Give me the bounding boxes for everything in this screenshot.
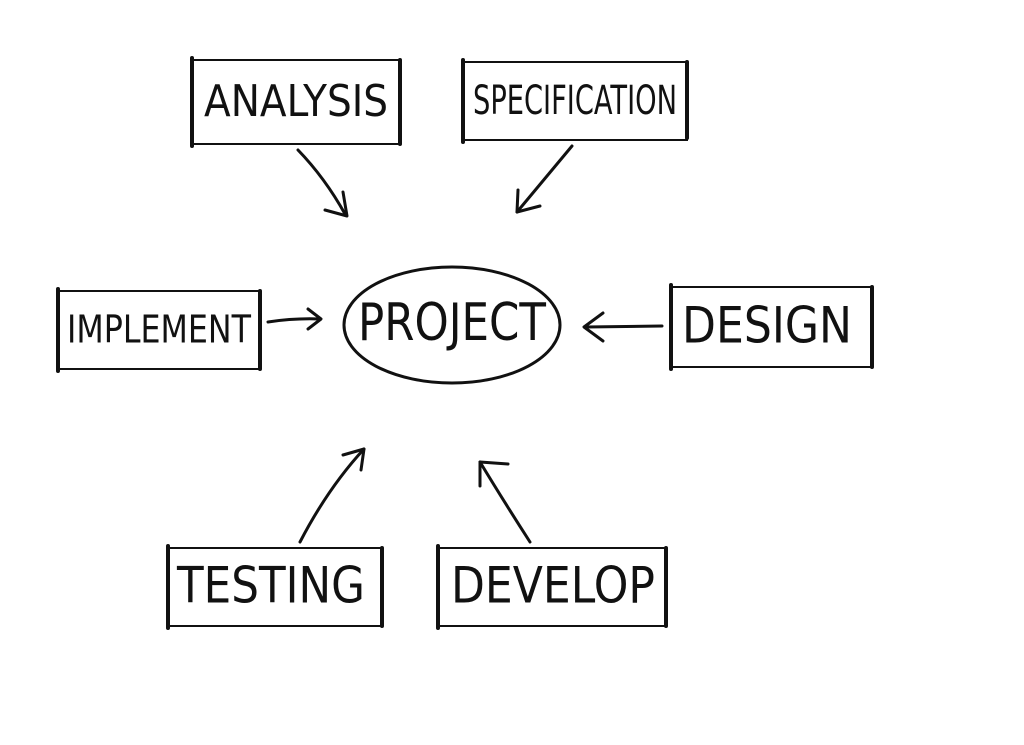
edge-testing-arrowhead — [341, 447, 366, 472]
edge-analysis-to-project — [296, 148, 349, 218]
edge-design-shaft — [584, 324, 664, 329]
edge-develop-arrowhead — [478, 460, 510, 488]
edge-specification-to-project — [515, 144, 574, 214]
node-testing: TESTING — [166, 544, 384, 630]
edge-develop-shaft — [478, 460, 532, 544]
edge-specification-shaft — [515, 144, 574, 214]
edge-develop-to-project — [478, 460, 532, 544]
node-analysis-box — [191, 59, 401, 145]
node-analysis-label: ANALYSIS — [204, 76, 388, 127]
edge-design-to-project — [582, 311, 664, 343]
edge-testing-to-project — [298, 447, 366, 544]
edge-testing-shaft — [298, 447, 366, 544]
edge-specification-arrowhead — [515, 188, 542, 214]
edge-implement-arrowhead — [306, 307, 323, 331]
node-specification-box — [462, 61, 688, 141]
node-develop: DEVELOP — [436, 544, 668, 630]
edge-analysis-shaft — [296, 148, 347, 216]
node-specification: SPECIFICATION — [461, 58, 689, 144]
node-implement-label: IMPLEMENT — [67, 308, 252, 352]
node-develop-label: DEVELOP — [451, 557, 655, 615]
node-specification-label: SPECIFICATION — [473, 78, 677, 124]
node-analysis: ANALYSIS — [190, 56, 402, 148]
center-project-label: PROJECT — [358, 293, 546, 353]
node-implement-box — [57, 290, 261, 370]
edge-design-arrowhead — [582, 311, 605, 343]
edge-analysis-arrowhead — [323, 190, 349, 218]
node-design-label: DESIGN — [682, 297, 852, 355]
node-design: DESIGN — [669, 283, 874, 371]
edge-implement-shaft — [266, 317, 322, 324]
node-design-box — [670, 286, 873, 368]
node-implement: IMPLEMENT — [56, 287, 262, 373]
node-testing-label: TESTING — [176, 557, 365, 615]
center-project-ellipse — [342, 265, 562, 385]
edge-implement-to-project — [266, 307, 323, 331]
center-project: PROJECT — [342, 265, 562, 385]
